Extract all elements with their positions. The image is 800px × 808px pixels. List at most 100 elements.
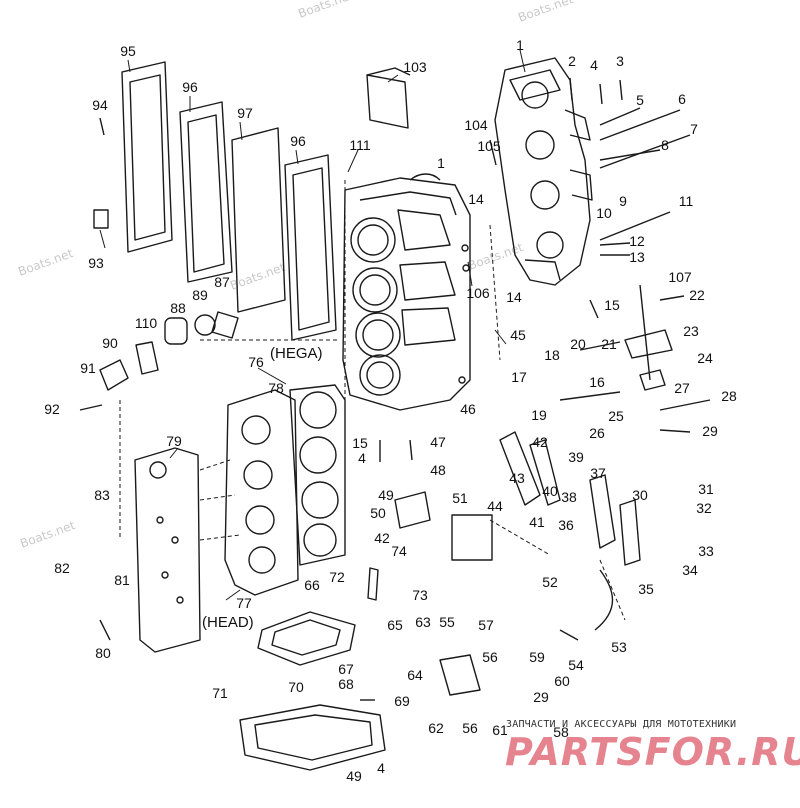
callout-number: 54 [568, 657, 584, 673]
callout-number: 63 [415, 614, 431, 630]
callout-number: 25 [608, 408, 624, 424]
callout-number: 7 [690, 121, 698, 137]
leader-lines [99, 49, 526, 601]
callout-number: 30 [632, 487, 648, 503]
callout-number: 12 [629, 233, 645, 249]
callout-number: 40 [542, 483, 558, 499]
callout-number: 62 [428, 720, 444, 736]
callout-number: 14 [468, 191, 484, 207]
callout-number: 82 [54, 560, 70, 576]
watermark-text: Boats.net [16, 246, 75, 279]
callout-number: 96 [290, 133, 306, 149]
callout-number: 18 [544, 347, 560, 363]
throttle-linkage [367, 284, 673, 696]
callout-number: 31 [698, 481, 714, 497]
callout-number: 51 [452, 490, 468, 506]
callout-number: 111 [349, 137, 370, 153]
callout-number: 89 [192, 287, 208, 303]
head-label: (HEAD) [202, 614, 254, 631]
callout-number: 15 [352, 435, 368, 451]
callout-number: 10 [596, 205, 612, 221]
callout-number: 49 [378, 487, 394, 503]
watermark-text: Boats.net [296, 0, 355, 21]
callout-number: 33 [698, 543, 714, 559]
callout-number: 2 [568, 53, 576, 69]
callout-number: 67 [338, 661, 354, 677]
hega-label: (HEGA) [270, 345, 323, 362]
watermark-text: Boats.net [516, 0, 575, 25]
callout-number: 73 [412, 587, 428, 603]
callout-number: 24 [697, 350, 713, 366]
callout-number: 106 [466, 285, 490, 301]
callout-number: 79 [166, 433, 182, 449]
callout-number: 35 [638, 581, 654, 597]
callout-number: 11 [679, 193, 694, 209]
callout-number: 57 [478, 617, 494, 633]
callout-number: 9 [619, 193, 627, 209]
callout-number: 1 [516, 37, 524, 53]
partsfor-logo[interactable]: PARTSFOR.RU [505, 730, 800, 774]
parts-artwork [79, 49, 711, 771]
callout-number: 17 [511, 369, 527, 385]
callout-number: 38 [561, 489, 577, 505]
callout-number: 42 [374, 530, 390, 546]
callout-number: 61 [492, 722, 508, 738]
brand-caption: ЗАПЧАСТИ И АКСЕССУАРЫ ДЛЯ МОТОТЕХНИКИ [506, 719, 737, 730]
callout-number: 56 [482, 649, 498, 665]
callout-number: 22 [689, 287, 705, 303]
callout-number: 93 [88, 255, 104, 271]
callout-number: 44 [487, 498, 503, 514]
cylinder-block [342, 173, 471, 411]
callout-number: 1 [437, 155, 445, 171]
callout-number: 48 [430, 462, 446, 478]
callout-number: 34 [682, 562, 698, 578]
callout-number: 4 [358, 450, 366, 466]
callout-number: 39 [568, 449, 584, 465]
callout-number: 28 [721, 388, 737, 404]
callout-number: 83 [94, 487, 110, 503]
callout-number: 71 [212, 685, 228, 701]
callout-number: 58 [553, 724, 569, 740]
decal-box [366, 67, 411, 129]
callout-number: 68 [338, 676, 354, 692]
callout-number: 26 [589, 425, 605, 441]
callout-number: 20 [570, 336, 586, 352]
callout-number: 107 [668, 269, 692, 285]
callout-number: 96 [182, 79, 198, 95]
adapter-plate [239, 611, 386, 771]
callout-number: 66 [304, 577, 320, 593]
callout-number: 16 [589, 374, 605, 390]
callout-number: 110 [135, 315, 158, 331]
fasteners [99, 77, 711, 701]
callout-number: 29 [702, 423, 718, 439]
callout-number: 5 [636, 92, 644, 108]
callout-number: 53 [611, 639, 627, 655]
callout-number: 105 [477, 138, 501, 154]
callout-number: 8 [661, 137, 669, 153]
callout-number: 72 [329, 569, 345, 585]
callout-number: 65 [387, 617, 403, 633]
callout-number: 90 [102, 335, 118, 351]
callout-number: 14 [506, 289, 522, 305]
callout-number: 45 [510, 327, 526, 343]
callout-number: 50 [370, 505, 386, 521]
callout-number: 74 [391, 543, 407, 559]
callout-number: 43 [509, 470, 525, 486]
callout-number: 49 [346, 768, 362, 784]
callout-number: 27 [674, 380, 690, 396]
callout-number: 21 [601, 336, 617, 352]
watermark-text: Boats.net [18, 518, 77, 551]
callout-number: 52 [542, 574, 558, 590]
callout-number: 4 [590, 57, 598, 73]
callout-number: 76 [248, 354, 264, 370]
exhaust-gaskets [93, 61, 337, 341]
callout-number: 23 [683, 323, 699, 339]
callout-number: 13 [629, 249, 645, 265]
callout-number: 37 [590, 465, 606, 481]
dashed-guide-lines [119, 180, 626, 621]
callout-number: 88 [170, 300, 186, 316]
callout-number: 104 [464, 117, 488, 133]
callout-number: 36 [558, 517, 574, 533]
callout-number: 42 [532, 434, 548, 450]
callout-number: 41 [529, 514, 545, 530]
